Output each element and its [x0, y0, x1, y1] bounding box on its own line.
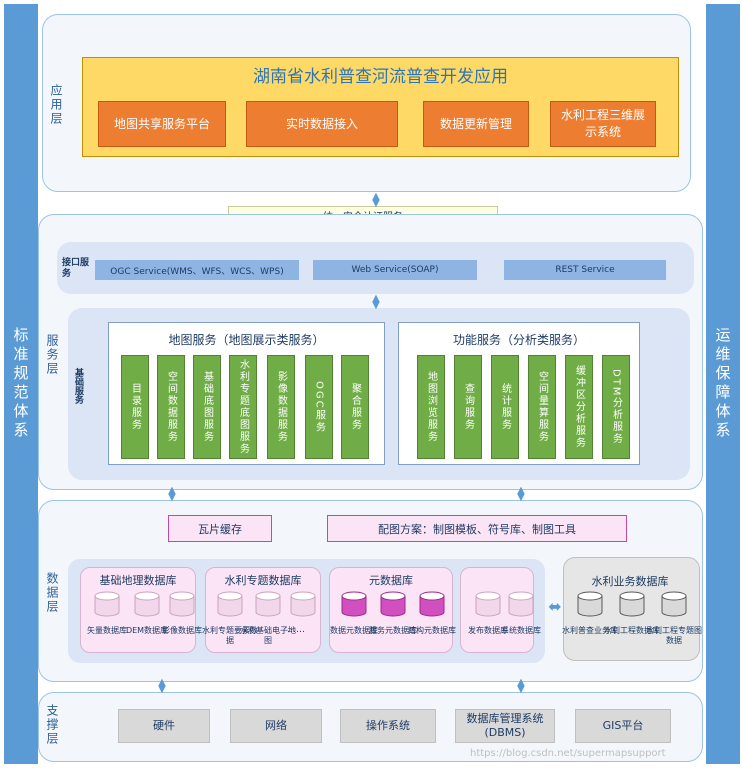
app-item-realtime[interactable]: 实时数据接入	[246, 101, 398, 147]
map-service-item[interactable]: 基础底图服务	[193, 355, 221, 459]
service-layer-label: 服务层	[45, 334, 59, 376]
func-service-item[interactable]: DTM分析服务	[602, 355, 630, 459]
func-service-item[interactable]: 查询服务	[454, 355, 482, 459]
right-ops-bar: 运维保障体系	[706, 4, 740, 764]
database-icon	[217, 591, 243, 617]
database-icon	[94, 591, 120, 617]
database-label: 数据元数据库	[330, 626, 378, 635]
database-icon	[169, 591, 195, 617]
map-service-item[interactable]: 目录服务	[121, 355, 149, 459]
interface-label: 接口服务	[62, 258, 90, 279]
mapping-scheme-bar: 配图方案：制图模板、符号库、制图工具	[327, 515, 627, 542]
database-icon	[475, 591, 501, 617]
arrow-icon: ▲▼	[517, 677, 525, 695]
database-label: DEM数据库	[125, 626, 169, 635]
arrow-icon: ▲▼	[372, 293, 380, 311]
database-label: 系统数据库	[501, 626, 541, 635]
support-dbms[interactable]: 数据库管理系统(DBMS)	[455, 709, 555, 743]
double-arrow-icon: ⬌	[548, 597, 562, 616]
database-label: 影像数据库	[162, 626, 202, 635]
map-service-item[interactable]: 水利专题底图服务	[229, 355, 257, 459]
support-gis[interactable]: GIS平台	[575, 709, 671, 743]
func-service-item[interactable]: 空间量算服务	[528, 355, 556, 459]
database-label: 服务元数据库	[369, 626, 417, 635]
interface-web-service[interactable]: Web Service(SOAP)	[313, 260, 477, 280]
database-label: 水利普查业务库	[562, 626, 618, 635]
func-service-item[interactable]: 统计服务	[491, 355, 519, 459]
left-standards-bar: 标准规范体系	[4, 4, 38, 764]
app-layer-label: 应用层	[49, 84, 63, 126]
more-databases-ellipsis: ……	[287, 625, 305, 635]
left-standards-label: 标准规范体系	[11, 327, 30, 441]
right-ops-label: 运维保障体系	[713, 327, 732, 441]
interface-ogc[interactable]: OGC Service(WMS、WFS、WCS、WPS)	[95, 260, 299, 280]
db-group-title: 基础地理数据库	[99, 574, 177, 587]
db-group-title: 水利专题数据库	[224, 574, 302, 587]
db-group-title: 元数据库	[369, 574, 413, 587]
db-group-title: 水利业务数据库	[591, 575, 669, 588]
database-icon	[290, 591, 316, 617]
database-icon	[255, 591, 281, 617]
database-icon	[577, 591, 603, 617]
database-label: 水利专题要素数据	[202, 626, 258, 645]
support-os[interactable]: 操作系统	[340, 709, 436, 743]
database-label: 发布数据库	[468, 626, 508, 635]
database-label: 水利工程数据库	[604, 626, 660, 635]
database-icon	[419, 591, 445, 617]
app-item-map-sharing[interactable]: 地图共享服务平台	[98, 101, 226, 147]
func-service-title: 功能服务（分析类服务）	[452, 333, 585, 347]
map-service-item[interactable]: 影像数据服务	[267, 355, 295, 459]
support-dbms-label: 数据库管理系统(DBMS)	[466, 712, 544, 739]
support-layer-label: 支撑层	[45, 704, 59, 746]
support-network[interactable]: 网络	[230, 709, 322, 743]
database-icon	[134, 591, 160, 617]
database-label: 水利基础电子地图	[240, 626, 296, 645]
arrow-icon: ▲▼	[517, 485, 525, 503]
map-service-item[interactable]: 空间数据服务	[157, 355, 185, 459]
arrow-icon: ▲▼	[372, 191, 380, 209]
database-icon	[508, 591, 534, 617]
interface-rest[interactable]: REST Service	[504, 260, 666, 280]
database-label: 水利工程专题图数据	[646, 626, 702, 645]
app-item-3d-display-label: 水利工程三维展示系统	[560, 108, 645, 139]
database-label: 矢量数据库	[87, 626, 127, 635]
func-service-item[interactable]: 地图浏览服务	[417, 355, 445, 459]
arrow-icon: ▲▼	[158, 677, 166, 695]
tile-cache-bar: 瓦片缓存	[168, 515, 272, 542]
base-service-label: 基础服务	[73, 368, 83, 404]
database-icon	[619, 591, 645, 617]
database-icon	[661, 591, 687, 617]
map-service-item[interactable]: OGC服务	[305, 355, 333, 459]
map-service-item[interactable]: 聚合服务	[341, 355, 369, 459]
support-hardware[interactable]: 硬件	[118, 709, 210, 743]
arrow-icon: ▲▼	[168, 485, 176, 503]
database-icon	[341, 591, 367, 617]
watermark: https://blog.csdn.net/supermapsupport	[470, 748, 666, 759]
data-layer-label: 数据层	[45, 572, 59, 614]
app-layer-title: 湖南省水利普查河流普查开发应用	[253, 67, 508, 87]
map-service-title: 地图服务（地图展示类服务）	[168, 333, 325, 347]
database-icon	[380, 591, 406, 617]
app-item-3d-display[interactable]: 水利工程三维展示系统	[550, 101, 656, 147]
func-service-item[interactable]: 缓冲区分析服务	[565, 355, 593, 459]
database-label: 结构元数据库	[408, 626, 456, 635]
app-item-data-update[interactable]: 数据更新管理	[423, 101, 529, 147]
